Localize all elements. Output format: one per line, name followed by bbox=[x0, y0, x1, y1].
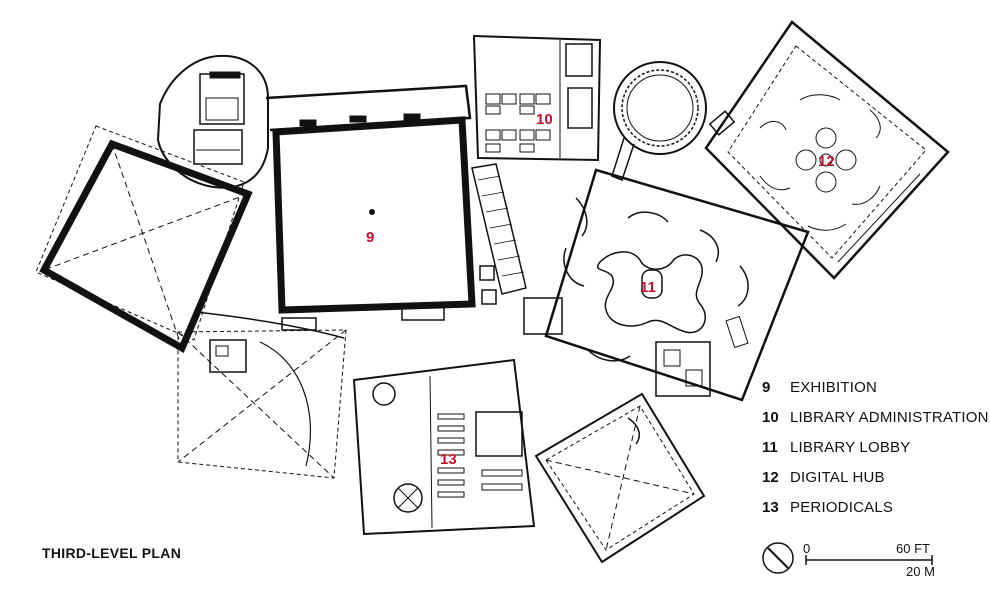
legend-item: 9 EXHIBITION bbox=[762, 378, 984, 408]
room-number-10: 10 bbox=[536, 111, 553, 128]
legend-label: EXHIBITION bbox=[790, 379, 878, 396]
legend-number: 12 bbox=[762, 469, 779, 486]
legend-label: LIBRARY LOBBY bbox=[790, 439, 911, 456]
digital-hub-room bbox=[704, 20, 950, 280]
legend-item: 12 DIGITAL HUB bbox=[762, 468, 984, 498]
room-number-11: 11 bbox=[640, 279, 656, 296]
legend-number: 11 bbox=[762, 439, 778, 456]
room-legend: 9 EXHIBITION 10 LIBRARY ADMINISTRATION 11 L… bbox=[762, 378, 988, 528]
scale-feet: 60 FT bbox=[896, 541, 930, 556]
ring-pavilion bbox=[611, 61, 707, 181]
legend-label: PERIODICALS bbox=[790, 499, 894, 516]
scale-zero: 0 bbox=[803, 541, 810, 556]
legend-item: 13 PERIODICALS bbox=[762, 498, 984, 528]
north-arrow-icon bbox=[762, 542, 794, 574]
north-core bbox=[156, 54, 269, 189]
library-lobby-room bbox=[544, 168, 810, 402]
exhibition-room bbox=[272, 116, 476, 331]
room-number-13: 13 bbox=[440, 451, 457, 468]
legend-item: 10 LIBRARY ADMINISTRATION bbox=[762, 408, 988, 438]
legend-number: 10 bbox=[762, 409, 779, 426]
legend-number: 13 bbox=[762, 499, 779, 516]
periodicals-room bbox=[352, 358, 536, 536]
scale-bar: 0 60 FT 20 M bbox=[803, 541, 935, 579]
library-administration-room bbox=[472, 34, 602, 162]
legend-label: DIGITAL HUB bbox=[790, 469, 885, 486]
plan-title: THIRD-LEVEL PLAN bbox=[42, 545, 182, 561]
legend-number: 9 bbox=[762, 379, 771, 396]
lobby-connector-box bbox=[523, 297, 563, 335]
room-number-12: 12 bbox=[818, 153, 835, 170]
room-number-9: 9 bbox=[366, 229, 374, 246]
southeast-terrace bbox=[534, 392, 706, 564]
legend-label: LIBRARY ADMINISTRATION bbox=[790, 409, 989, 426]
scale-meters: 20 M bbox=[906, 564, 935, 579]
southwest-terrace bbox=[177, 311, 347, 479]
legend-item: 11 LIBRARY LOBBY bbox=[762, 438, 984, 468]
central-stair bbox=[471, 163, 527, 305]
